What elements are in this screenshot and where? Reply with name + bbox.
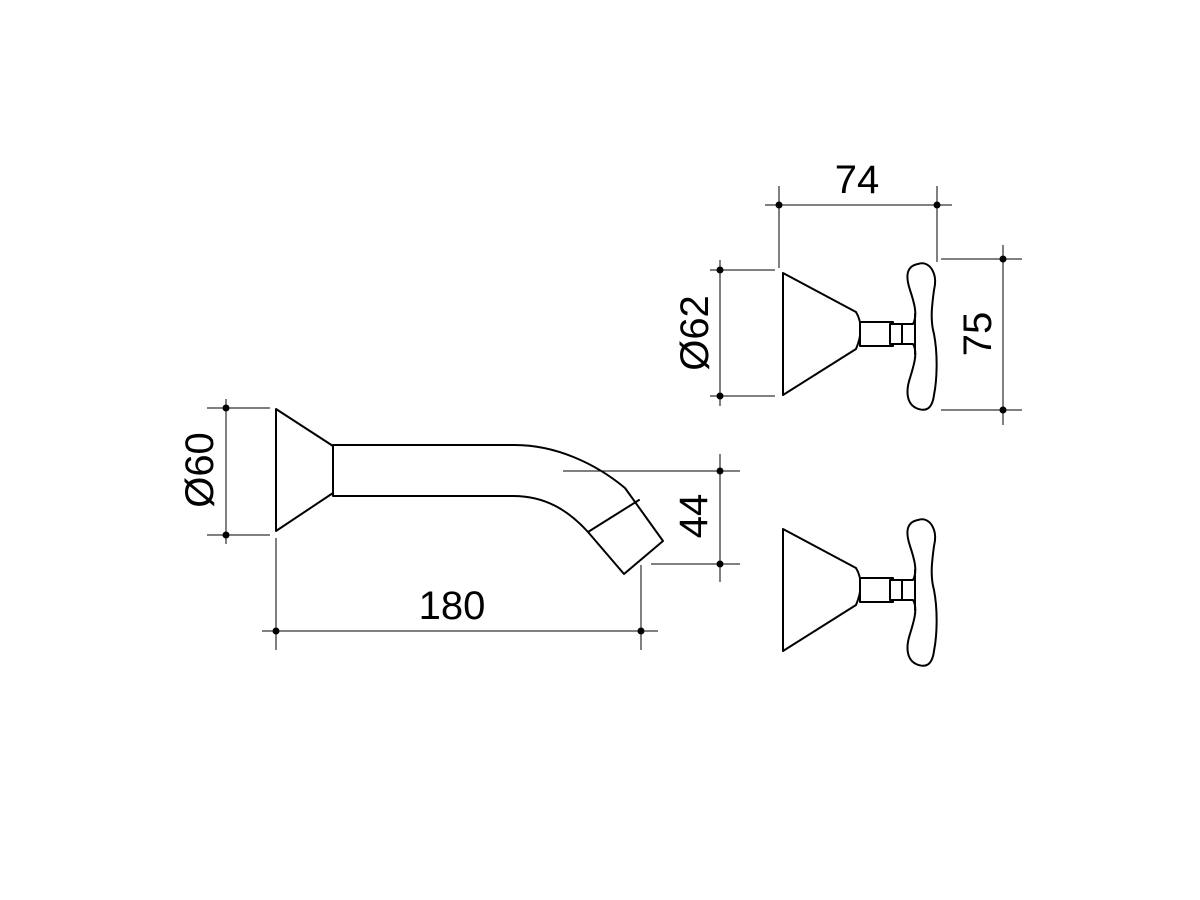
dimension-spout-flange: Ø60	[178, 399, 270, 544]
dimension-handle-height: 75	[941, 245, 1022, 425]
spout-nozzle-line	[587, 499, 640, 533]
dimension-tap-projection: 74	[765, 158, 952, 268]
dimension-spout-drop: 44	[563, 454, 740, 582]
spout-flange	[275, 408, 338, 532]
tap-upper-flange	[782, 272, 862, 396]
tap-upper	[782, 262, 938, 411]
dimension-tap-flange: Ø62	[673, 260, 775, 406]
tap-lower-spindle	[859, 577, 894, 603]
tap-lower	[782, 518, 938, 667]
spout-drop-label: 44	[672, 494, 716, 539]
tap-flange-diameter-label: Ø62	[673, 295, 717, 371]
tap-projection-label: 74	[835, 158, 880, 202]
spout-flange-diameter-label: Ø60	[178, 432, 222, 508]
dimension-spout-length: 180	[262, 538, 658, 650]
tap-lower-handle	[889, 518, 938, 667]
tap-upper-handle	[889, 262, 938, 411]
spout-body	[332, 444, 664, 575]
spout-length-label: 180	[419, 584, 486, 628]
handle-height-label: 75	[956, 312, 1000, 357]
tap-upper-spindle	[859, 321, 894, 347]
tap-lower-flange	[782, 528, 862, 652]
spout	[275, 408, 664, 575]
